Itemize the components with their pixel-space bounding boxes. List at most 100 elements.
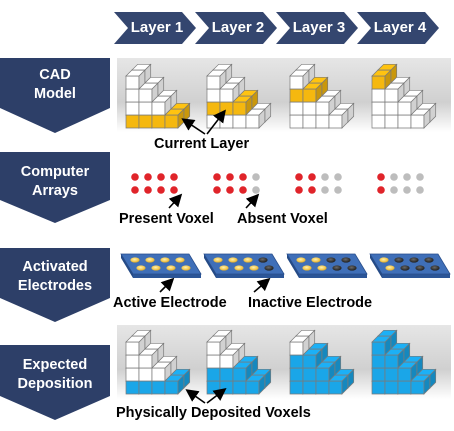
present-voxel-dot xyxy=(308,186,316,194)
cad-stack-1-cube xyxy=(138,82,159,103)
present-voxel-dot xyxy=(239,186,247,194)
absent-voxel-dot xyxy=(390,173,398,181)
active-electrode xyxy=(213,257,223,263)
expected-deposition-label: Expected Deposition xyxy=(0,356,110,394)
layer-1-label: Layer 1 xyxy=(130,19,184,36)
present-voxel-dot xyxy=(157,186,165,194)
present-voxel-dot xyxy=(131,186,139,194)
inactive-electrode xyxy=(409,257,419,263)
active-electrode xyxy=(234,265,244,271)
present-voxel-dot xyxy=(308,173,316,181)
active-electrode-arrow xyxy=(159,277,175,293)
current-layer-arrow-right xyxy=(206,109,226,135)
active-electrode xyxy=(379,257,389,263)
cad-stack-2-cube xyxy=(232,95,253,116)
row-label-column xyxy=(0,58,110,420)
absent-voxel-dot xyxy=(334,186,342,194)
active-electrode xyxy=(175,257,185,263)
cad-model-label-line-1: CAD xyxy=(39,67,71,83)
layer-2-label: Layer 2 xyxy=(211,19,265,36)
absent-voxel-dot xyxy=(252,186,260,194)
absent-voxel-dot xyxy=(252,173,260,181)
computer-arrays-label-line-1: Computer xyxy=(20,164,90,180)
present-voxel-dot xyxy=(213,173,221,181)
deposited-voxels-arrow-right xyxy=(206,388,227,404)
present-voxel-dot xyxy=(157,173,165,181)
expected-deposition-pentagon xyxy=(0,345,110,420)
dep-stack-4-cube xyxy=(384,348,405,369)
layer-4-chevron xyxy=(357,12,439,44)
dep-stack-3-cube xyxy=(315,361,336,382)
activated-electrodes-label-line-1: Activated xyxy=(22,259,88,275)
inactive-electrode xyxy=(326,257,336,263)
present-voxel-dot xyxy=(144,186,152,194)
present-voxel-annotation: Present Voxel xyxy=(119,211,214,227)
present-voxel-dot xyxy=(239,173,247,181)
dep-stack-4-cube xyxy=(371,335,392,356)
current-layer-annotation: Current Layer xyxy=(154,136,250,152)
present-voxel-dot xyxy=(144,173,152,181)
absent-voxel-arrow xyxy=(245,193,260,209)
inactive-electrode xyxy=(341,257,351,263)
cad-stack-3-cube xyxy=(302,82,323,103)
present-voxel-dot xyxy=(170,186,178,194)
active-electrode xyxy=(151,265,161,271)
layer-2-chevron xyxy=(195,12,277,44)
layer-header-bar xyxy=(114,12,439,44)
active-electrode xyxy=(385,265,395,271)
inactive-electrode xyxy=(424,257,434,263)
dep-stack-2-cube xyxy=(232,361,253,382)
present-voxel-dot xyxy=(170,173,178,181)
computer-arrays-pentagon xyxy=(0,152,110,223)
layer-1-chevron xyxy=(114,12,196,44)
cad-stack-2-cube xyxy=(245,108,266,129)
present-voxel-dot xyxy=(295,186,303,194)
active-electrode-annotation: Active Electrode xyxy=(113,295,227,311)
absent-voxel-dot xyxy=(321,186,329,194)
inactive-electrode xyxy=(394,257,404,263)
present-voxel-dot xyxy=(131,173,139,181)
cad-model-label: CAD Model xyxy=(0,66,110,104)
absent-voxel-dot xyxy=(321,173,329,181)
deposited-voxels-arrow-left xyxy=(185,389,206,404)
present-voxel-dot xyxy=(377,173,385,181)
present-voxel-dot xyxy=(377,186,385,194)
present-voxel-dot xyxy=(213,186,221,194)
cad-model-label-line-2: Model xyxy=(34,86,76,102)
absent-voxel-dot xyxy=(403,186,411,194)
active-electrode xyxy=(130,257,140,263)
active-electrode xyxy=(302,265,312,271)
active-electrode xyxy=(219,265,229,271)
absent-voxel-dot xyxy=(416,173,424,181)
inactive-electrode xyxy=(347,265,357,271)
activated-electrodes-label-line-2: Electrodes xyxy=(17,278,93,294)
active-electrode xyxy=(243,257,253,263)
expected-deposition-label-line-2: Deposition xyxy=(17,376,93,392)
deposited-voxels-annotation: Physically Deposited Voxels xyxy=(116,405,311,421)
expected-deposition-label-line-1: Expected xyxy=(22,357,88,373)
active-electrode xyxy=(145,257,155,263)
present-voxel-arrow xyxy=(168,193,183,209)
activated-electrodes-pentagon xyxy=(0,248,110,322)
active-electrode xyxy=(136,265,146,271)
layer-3-label: Layer 3 xyxy=(292,19,346,36)
active-electrode xyxy=(166,265,176,271)
computer-arrays-label: Computer Arrays xyxy=(0,163,110,201)
inactive-electrode-annotation: Inactive Electrode xyxy=(248,295,373,311)
absent-voxel-dot xyxy=(390,186,398,194)
absent-voxel-dot xyxy=(334,173,342,181)
dep-stack-1-cube xyxy=(164,374,185,395)
present-voxel-dot xyxy=(226,173,234,181)
cad-stack-3-cube xyxy=(328,108,349,129)
inactive-electrode xyxy=(264,265,274,271)
dep-stack-3-cube xyxy=(302,348,323,369)
present-voxel-dot xyxy=(295,173,303,181)
layer-4-label: Layer 4 xyxy=(373,19,427,36)
inactive-electrode xyxy=(415,265,425,271)
inactive-electrode xyxy=(258,257,268,263)
active-electrode xyxy=(181,265,191,271)
